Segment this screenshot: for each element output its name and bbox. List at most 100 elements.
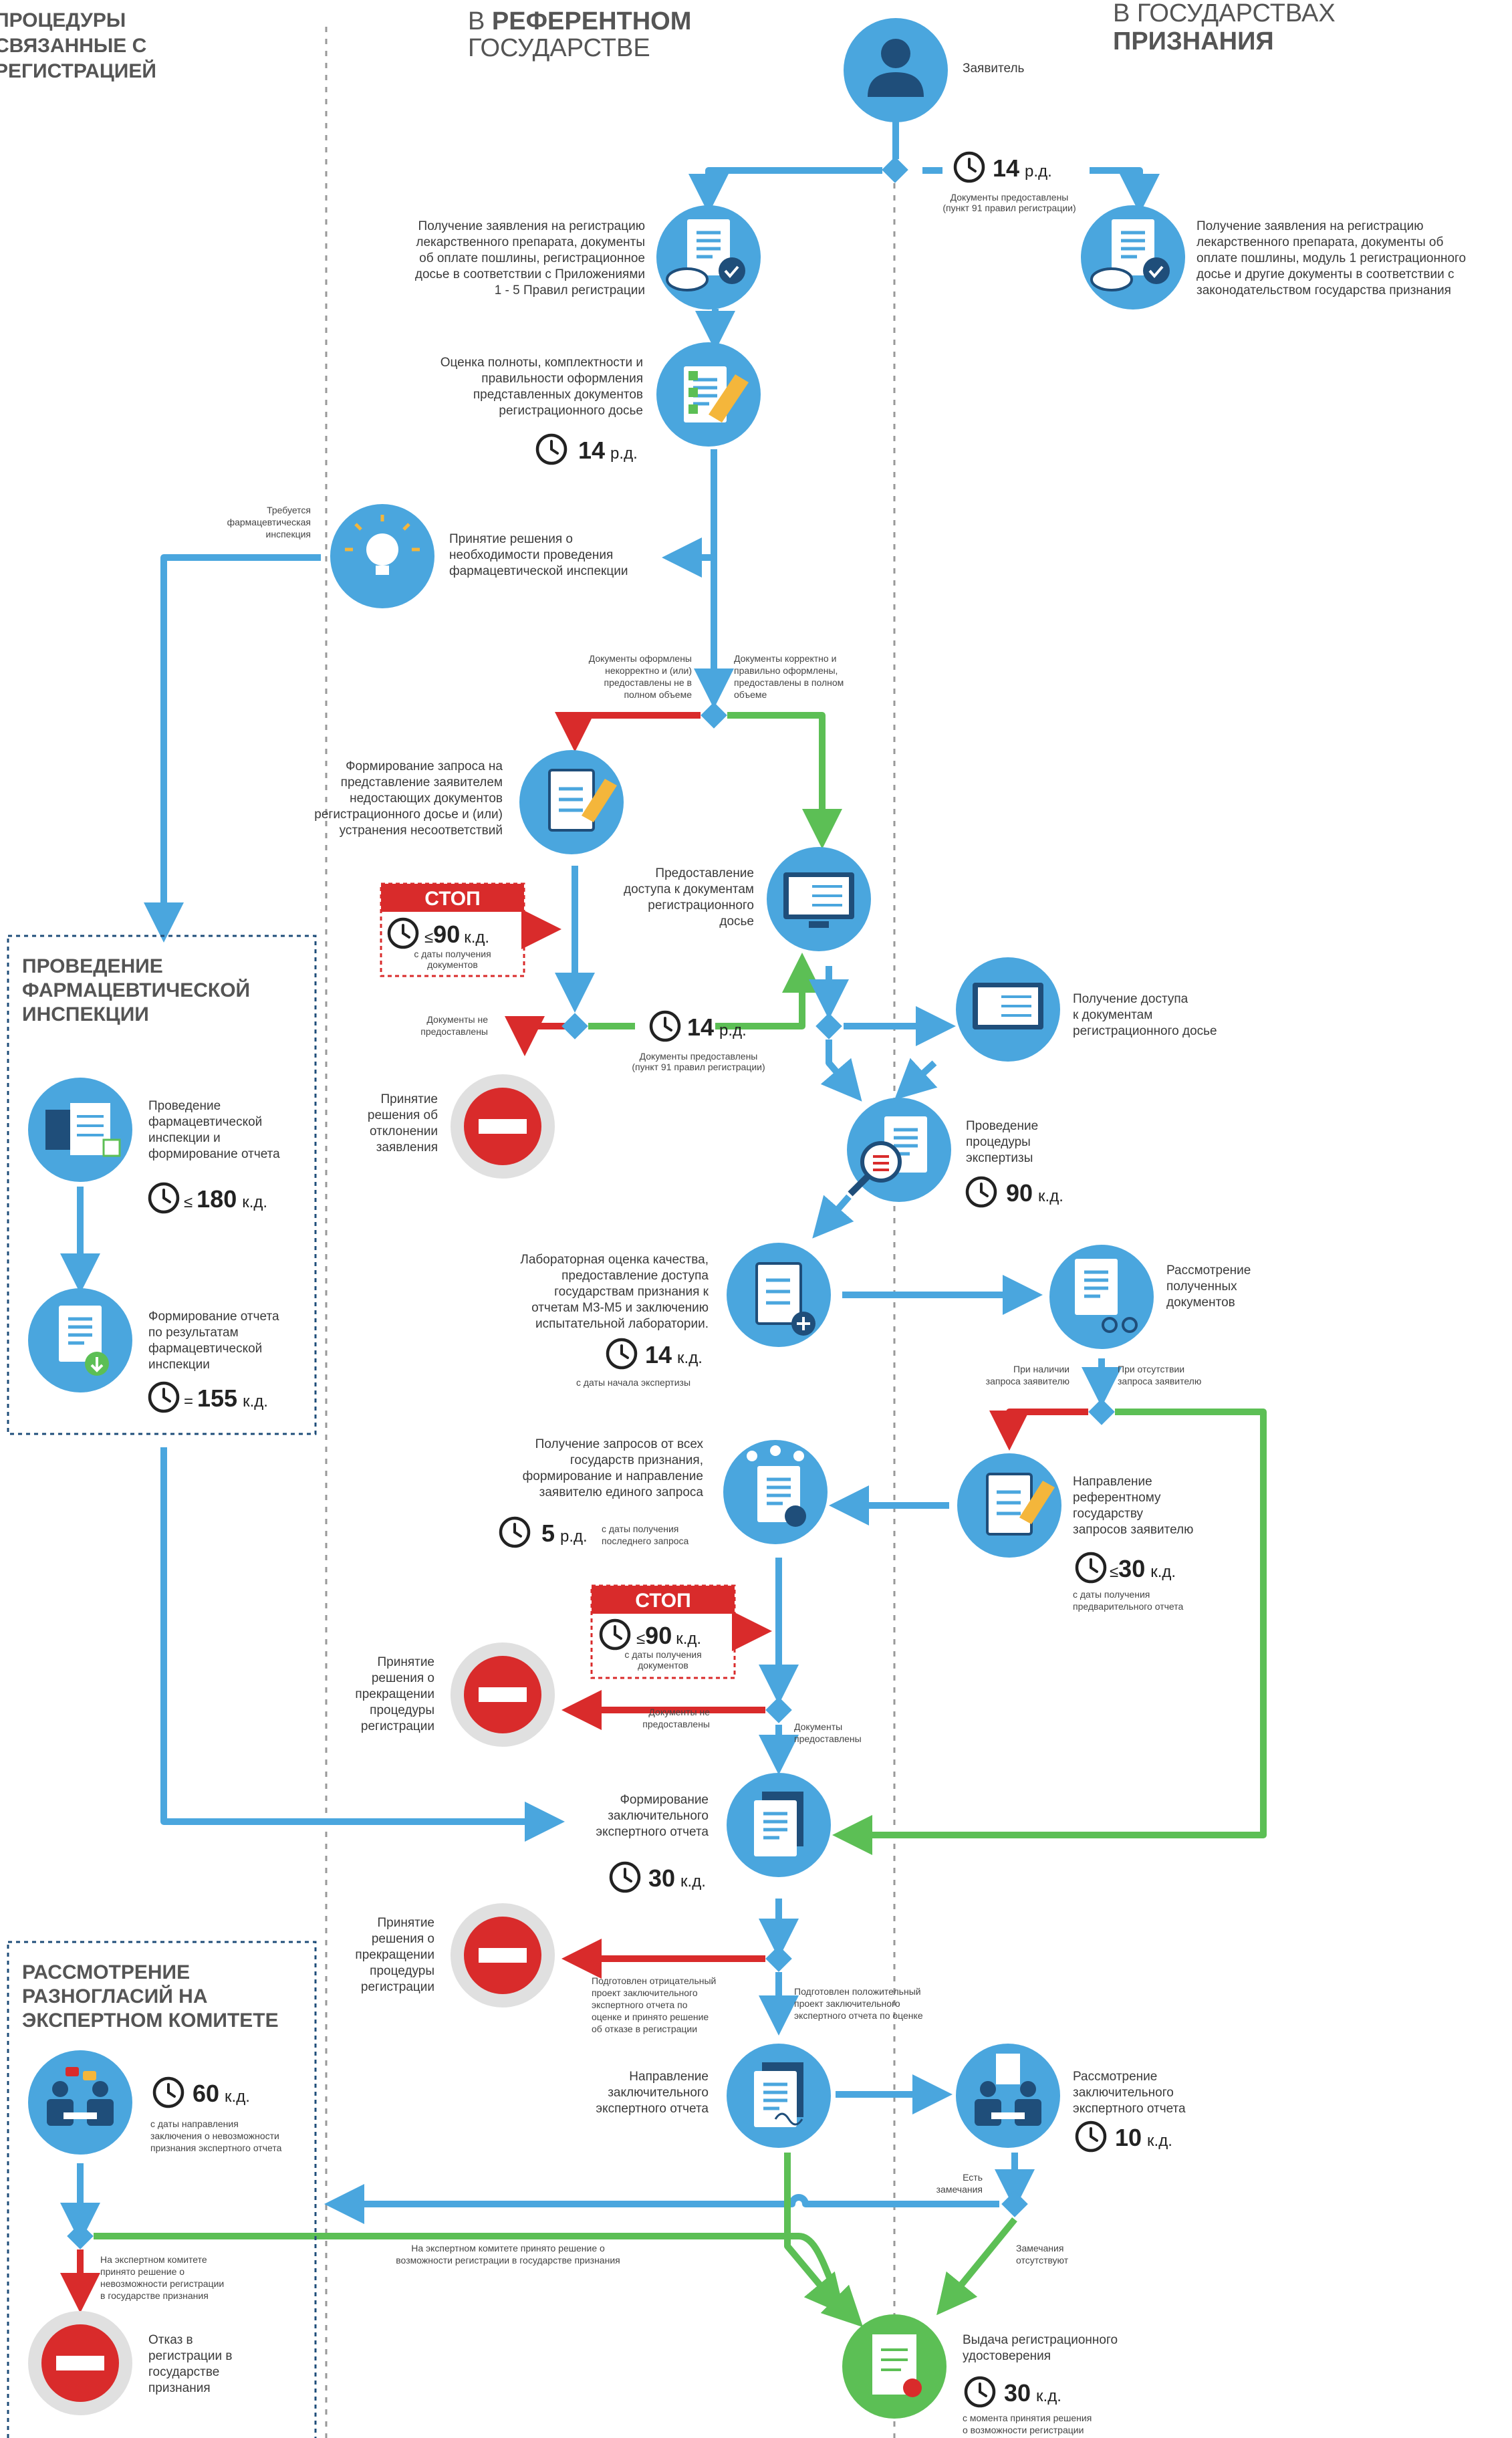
- svg-text:заключительного: заключительного: [608, 1809, 709, 1823]
- meeting-icon: [28, 2050, 132, 2155]
- svg-text:Формирование запроса на: Формирование запроса на: [346, 759, 503, 773]
- svg-text:ЭКСПЕРТНОМ КОМИТЕТЕ: ЭКСПЕРТНОМ КОМИТЕТЕ: [22, 2009, 279, 2032]
- svg-text:Лабораторная оценка качества,: Лабораторная оценка качества,: [520, 1253, 709, 1267]
- svg-text:документов: документов: [638, 1660, 688, 1671]
- svg-text:1 - 5 Правил регистрации: 1 - 5 Правил регистрации: [495, 283, 645, 297]
- svg-text:регистрации в: регистрации в: [148, 2349, 233, 2363]
- svg-text:экспертного отчета по: экспертного отчета по: [592, 1999, 688, 2010]
- svg-text:СТОП: СТОП: [635, 1590, 690, 1612]
- svg-text:инспекции и: инспекции и: [148, 1131, 221, 1145]
- svg-text:о возможности регистрации: о возможности регистрации: [963, 2425, 1084, 2435]
- svg-text:формирование отчета: формирование отчета: [148, 1147, 280, 1161]
- svg-text:экспертного отчета: экспертного отчета: [596, 1825, 709, 1839]
- svg-text:ПРОВЕДЕНИЕ: ПРОВЕДЕНИЕ: [22, 955, 163, 977]
- svg-text:Документы: Документы: [794, 1721, 842, 1732]
- receive-application-rec: Получение заявления на регистрацию лекар…: [1081, 205, 1466, 310]
- svg-text:ИНСПЕКЦИИ: ИНСПЕКЦИИ: [22, 1003, 149, 1025]
- svg-text:замечания: замечания: [936, 2184, 983, 2195]
- svg-text:регистрационного досье: регистрационного досье: [499, 404, 643, 418]
- svg-text:с даты получения: с даты получения: [624, 1649, 701, 1660]
- svg-text:При наличии: При наличии: [1013, 1364, 1069, 1374]
- mid-header-line-2: ГОСУДАРСТВЕ: [468, 34, 650, 62]
- access-rec-node: Получение доступа к документам регистрац…: [956, 957, 1217, 1062]
- svg-text:фармацевтическая: фармацевтическая: [227, 517, 311, 527]
- svg-text:государству: государству: [1073, 1507, 1144, 1521]
- svg-text:предоставлены не в: предоставлены не в: [604, 677, 692, 688]
- svg-text:с момента принятия решения: с момента принятия решения: [963, 2413, 1092, 2423]
- svg-text:РАССМОТРЕНИЕ: РАССМОТРЕНИЕ: [22, 1961, 190, 1983]
- svg-text:с даты получения: с даты получения: [602, 1523, 678, 1534]
- svg-text:прекращении: прекращении: [355, 1687, 434, 1701]
- svg-text:оценке и принято решение: оценке и принято решение: [592, 2012, 709, 2022]
- svg-text:доступа к документам: доступа к документам: [624, 882, 754, 896]
- top-clock-note-1: Документы предоставлены: [951, 192, 1069, 203]
- svg-text:фармацевтической: фармацевтической: [148, 1342, 262, 1356]
- svg-text:решения об: решения об: [368, 1108, 438, 1122]
- svg-text:правильности оформления: правильности оформления: [481, 372, 643, 386]
- svg-text:(пункт 91 правил регистрации): (пункт 91 правил регистрации): [632, 1062, 765, 1072]
- svg-text:возможности регистрации в госу: возможности регистрации в государстве пр…: [396, 2255, 620, 2266]
- left-header-line-1: ПРОЦЕДУРЫ: [0, 9, 126, 31]
- left-header-line-3: РЕГИСТРАЦИЕЙ: [0, 59, 156, 82]
- applicant-label: Заявитель: [963, 62, 1025, 76]
- assessment-node: Оценка полноты, комплектности и правильн…: [440, 342, 761, 464]
- svg-text:30к.д.: 30к.д.: [648, 1864, 706, 1892]
- svg-text:правильно оформлены,: правильно оформлены,: [734, 665, 838, 676]
- svg-text:Принятие: Принятие: [378, 1916, 435, 1930]
- svg-text:процедуры: процедуры: [370, 1703, 434, 1717]
- svg-text:недостающих документов: недостающих документов: [350, 791, 503, 806]
- svg-text:запросов заявителю: запросов заявителю: [1073, 1523, 1193, 1537]
- svg-text:регистрационного досье: регистрационного досье: [1073, 1024, 1217, 1038]
- svg-text:Формирование отчета: Формирование отчета: [148, 1310, 279, 1324]
- stop-icon: [451, 1642, 555, 1747]
- svg-text:Формирование: Формирование: [620, 1793, 709, 1807]
- svg-text:принято решение о: принято решение о: [100, 2266, 184, 2277]
- svg-text:об отказе в регистрации: об отказе в регистрации: [592, 2024, 697, 2034]
- svg-text:60к.д.: 60к.д.: [193, 2080, 250, 2107]
- svg-text:На экспертном комитете принято: На экспертном комитете принято решение о: [411, 2243, 605, 2253]
- stop-icon: [451, 1903, 555, 2007]
- svg-text:по результатам: по результатам: [148, 1326, 239, 1340]
- svg-text:заключения о невозможности: заключения о невозможности: [150, 2130, 279, 2141]
- svg-text:решения о: решения о: [372, 1932, 434, 1946]
- svg-text:лекарственного препарата, доку: лекарственного препарата, документы об: [1196, 235, 1443, 249]
- svg-text:экспертного отчета: экспертного отчета: [1073, 2102, 1186, 2116]
- svg-text:проект заключительного: проект заключительного: [794, 1998, 900, 2009]
- svg-text:10к.д.: 10к.д.: [1115, 2124, 1172, 2151]
- svg-text:Документы не: Документы не: [426, 1014, 488, 1025]
- svg-text:к документам: к документам: [1073, 1008, 1152, 1022]
- right-header-line-2: ПРИЗНАНИЯ: [1113, 27, 1274, 55]
- svg-text:Оценка полноты, комплектности: Оценка полноты, комплектности и: [440, 356, 643, 370]
- review-docs-node: Рассмотрение полученных документов: [1049, 1245, 1251, 1349]
- svg-text:Подготовлен положительный: Подготовлен положительный: [794, 1986, 921, 1997]
- certificate-node: Выдача регистрационного удостоверения 30…: [842, 2314, 1118, 2435]
- svg-text:Выдача регистрационного: Выдача регистрационного: [963, 2333, 1118, 2347]
- svg-text:30к.д.: 30к.д.: [1004, 2379, 1061, 2407]
- svg-text:устранения несоответствий: устранения несоответствий: [340, 824, 503, 838]
- svg-text:Принятие: Принятие: [378, 1655, 435, 1669]
- svg-text:лекарственного препарата, доку: лекарственного препарата, документы: [416, 235, 645, 249]
- svg-text:формирование и направление: формирование и направление: [523, 1469, 703, 1483]
- svg-text:экспертного отчета: экспертного отчета: [596, 2102, 709, 2116]
- svg-text:досье в соответствии с Приложе: досье в соответствии с Приложениями: [415, 267, 645, 281]
- svg-text:При отсутствии: При отсутствии: [1118, 1364, 1184, 1374]
- stop-icon: [28, 2311, 132, 2415]
- request-docs-node: Формирование запроса на представление за…: [314, 750, 624, 854]
- svg-text:испытательной лаборатории.: испытательной лаборатории.: [535, 1317, 709, 1331]
- svg-text:экспертного отчета по оценке: экспертного отчета по оценке: [794, 2010, 923, 2021]
- inspection-needed-label: Требуется фармацевтическая инспекция: [227, 505, 311, 539]
- mid-header-line-1: В РЕФЕРЕНТНОМ: [468, 7, 691, 35]
- svg-text:регистрационного: регистрационного: [648, 898, 754, 912]
- final-report-node: Формирование заключительного экспертного…: [596, 1773, 831, 1892]
- svg-text:заявления: заявления: [376, 1140, 438, 1154]
- svg-text:решения о: решения о: [372, 1671, 434, 1685]
- svg-text:Документы предоставлены: Документы предоставлены: [640, 1051, 758, 1062]
- svg-text:Принятие: Принятие: [381, 1092, 438, 1106]
- terminate-node-2: Принятие решения о прекращении процедуры…: [355, 1903, 555, 2007]
